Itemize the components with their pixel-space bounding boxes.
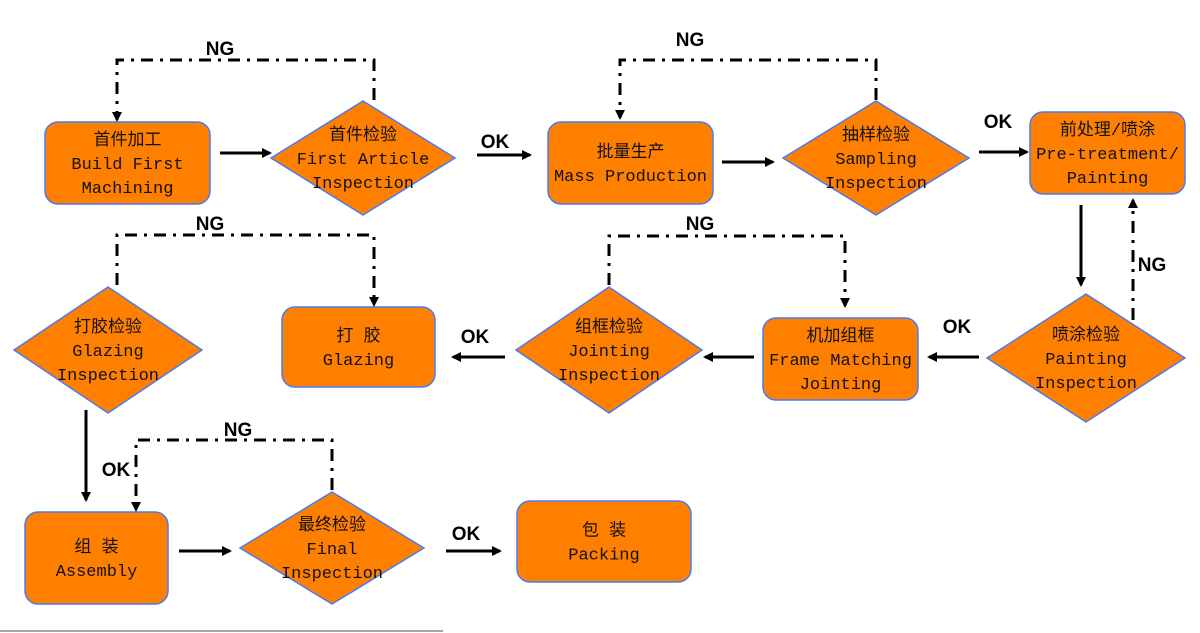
edge-label-ng: NG [1138, 255, 1167, 276]
node-label: 最终检验 [298, 515, 366, 536]
decision-diamond [269, 100, 457, 216]
node-packing: 包 装 Packing [516, 500, 692, 583]
node-label: Inspection [558, 367, 660, 386]
node-label: Assembly [56, 563, 138, 582]
node-label: Inspection [825, 175, 927, 194]
node-label: 机加组框 [807, 326, 875, 347]
connector-line [131, 438, 334, 512]
node-label: First Article [297, 151, 430, 170]
node-label: Glazing [323, 352, 394, 371]
node-label: Inspection [281, 565, 383, 584]
node-label: 打 胶 [336, 326, 380, 347]
process-box [762, 317, 919, 401]
connector-line [112, 58, 376, 122]
connector-line [615, 58, 878, 120]
process-box [516, 500, 692, 583]
ng-return-arrow-final-assembly: NG [131, 420, 334, 512]
decision-diamond [781, 100, 971, 216]
node-label: 打胶检验 [74, 317, 142, 338]
ng-return-arrow-sampling-mass: NG [615, 30, 878, 120]
node-label: Glazing [72, 343, 143, 362]
edge-label-ok: OK [943, 317, 972, 338]
flow-arrow-jointinsp-glazing: OK [451, 327, 505, 362]
node-pretreat: 前处理/喷涂 Pre-treatment/Painting [1029, 111, 1186, 195]
edge-label-ok: OK [461, 327, 490, 348]
node-label: Inspection [312, 175, 414, 194]
edge-label-ok: OK [984, 112, 1013, 133]
edge-label-ng: NG [196, 214, 225, 235]
decision-diamond [985, 293, 1187, 423]
node-label: 首件检验 [329, 125, 397, 146]
connector-line [115, 233, 379, 307]
node-label: 组 装 [74, 537, 118, 558]
flow-arrow-fai-mass: OK [477, 132, 532, 160]
node-label: Sampling [835, 151, 917, 170]
edge-label-ok: OK [452, 524, 481, 545]
ng-return-arrow-jointinsp-frame: NG [607, 214, 850, 308]
node-label: 组框检验 [575, 317, 643, 338]
flow-arrow-glazinsp-assembly: OK [81, 410, 131, 502]
edge-label-ng: NG [686, 214, 715, 235]
node-label: 前处理/喷涂 [1060, 120, 1155, 141]
node-label: Frame Matching [769, 352, 912, 371]
node-label: Painting [1045, 351, 1127, 370]
decision-diamond [12, 286, 204, 414]
node-glazing: 打 胶 Glazing [281, 306, 436, 388]
node-label: Build First [71, 156, 183, 175]
node-label: Pre-treatment/ [1036, 146, 1179, 165]
ng-return-arrow-fai-build: NG [112, 39, 376, 122]
process-box [24, 511, 169, 605]
edge-label-ok: OK [481, 132, 510, 153]
node-label: Packing [568, 547, 639, 566]
node-label: Machining [82, 180, 174, 199]
node-label: Inspection [57, 367, 159, 386]
process-box [44, 121, 211, 205]
process-box [1029, 111, 1186, 195]
flow-arrow-paintinsp-frame: OK [927, 317, 979, 362]
process-box [281, 306, 436, 388]
decision-diamond [238, 491, 426, 605]
edge-label-ok: OK [102, 460, 131, 481]
edge-label-ng: NG [224, 420, 253, 441]
decision-diamond [514, 286, 704, 414]
node-label: 抽样检验 [842, 125, 910, 146]
node-label: Painting [1067, 170, 1149, 189]
node-label: Jointing [568, 343, 650, 362]
process-box [547, 121, 714, 205]
node-label: 批量生产 [597, 142, 665, 163]
edge-label-ng: NG [676, 30, 705, 51]
node-assembly: 组 装 Assembly [24, 511, 169, 605]
node-label: Mass Production [554, 168, 707, 187]
ng-return-arrow-paintinsp-pretreat: NG [1128, 198, 1167, 320]
node-label: Jointing [800, 376, 882, 395]
node-label: Inspection [1035, 375, 1137, 394]
node-label: 包 装 [582, 521, 626, 542]
connector-line [607, 234, 850, 308]
ng-return-arrow-glazinsp-glazing: NG [115, 214, 379, 307]
node-label: 喷涂检验 [1052, 325, 1120, 346]
edge-label-ng: NG [206, 39, 235, 60]
flow-arrow-final-packing: OK [446, 524, 502, 556]
node-label: 首件加工 [94, 130, 162, 151]
node-label: Final [306, 541, 357, 560]
node-mass: 批量生产 Mass Production [547, 121, 714, 205]
flow-arrow-sampling-pretreat: OK [979, 112, 1029, 157]
